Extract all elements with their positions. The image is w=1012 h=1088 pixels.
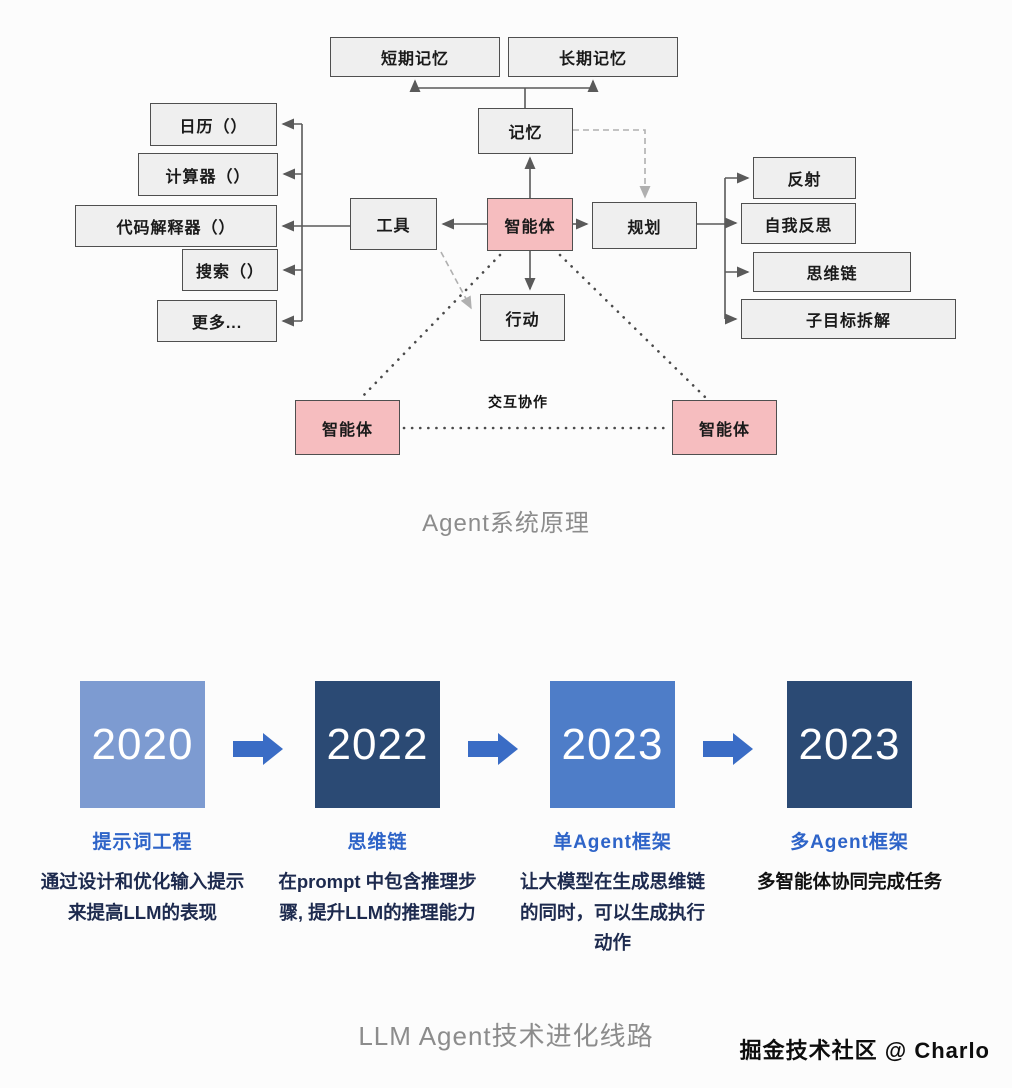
- arrow-head: [263, 733, 283, 765]
- node-short-term-memory: 短期记忆: [330, 37, 500, 77]
- node-planning: 规划: [592, 202, 697, 249]
- node-code-interpreter: 代码解释器（）: [75, 205, 277, 247]
- year-box: 2020: [80, 681, 205, 808]
- diagram-connectors: [281, 79, 750, 430]
- node-more: 更多...: [157, 300, 277, 342]
- arrow-head: [498, 733, 518, 765]
- year-box: 2023: [787, 681, 912, 808]
- node-chain-of-thought: 思维链: [753, 252, 911, 292]
- node-agent-center: 智能体: [487, 198, 573, 251]
- node-tools: 工具: [350, 198, 437, 250]
- node-subgoal-decomposition: 子目标拆解: [741, 299, 956, 339]
- node-agent-right: 智能体: [672, 400, 777, 455]
- node-calendar: 日历（）: [150, 103, 277, 146]
- stage-label: 单Agent框架: [553, 832, 672, 853]
- watermark: 掘金技术社区 @ Charlo: [739, 1038, 990, 1063]
- node-long-term-memory: 长期记忆: [508, 37, 678, 77]
- arrow-head: [733, 733, 753, 765]
- timeline-caption: LLM Agent技术进化线路: [358, 1021, 654, 1051]
- arrow-shaft: [703, 741, 733, 757]
- stage-label: 提示词工程: [92, 832, 193, 853]
- timeline-stage-2020: 2020 提示词工程 通过设计和优化输入提示来提高LLM的表现: [41, 681, 244, 923]
- node-reflection: 反射: [753, 157, 856, 199]
- node-self-reflection: 自我反思: [741, 203, 856, 244]
- collaboration-label: 交互协作: [488, 394, 548, 410]
- node-agent-left: 智能体: [295, 400, 400, 455]
- arrow-shaft: [468, 741, 498, 757]
- node-action: 行动: [480, 294, 565, 341]
- timeline-arrow-icon: [468, 733, 520, 765]
- node-search: 搜索（）: [182, 249, 278, 291]
- year-box: 2023: [550, 681, 675, 808]
- stage-desc: 多智能体协同完成任务: [756, 871, 942, 892]
- node-memory: 记忆: [478, 108, 573, 154]
- node-calculator: 计算器（）: [138, 153, 278, 196]
- stage-label: 多Agent框架: [790, 832, 909, 853]
- year-box: 2022: [315, 681, 440, 808]
- stage-desc: 让大模型在生成思维链的同时，可以生成执行动作: [519, 871, 705, 954]
- stage-label: 思维链: [347, 832, 408, 853]
- diagram-caption: Agent系统原理: [422, 510, 590, 537]
- stage-desc: 在prompt 中包含推理步骤, 提升LLM的推理能力: [278, 871, 477, 923]
- timeline-arrow-icon: [703, 733, 755, 765]
- arrow-shaft: [233, 741, 263, 757]
- timeline-arrow-icon: [233, 733, 285, 765]
- timeline-stage-2022: 2022 思维链 在prompt 中包含推理步骤, 提升LLM的推理能力: [278, 681, 477, 923]
- stage-desc: 通过设计和优化输入提示来提高LLM的表现: [40, 871, 245, 923]
- timeline-stage-2023-multi: 2023 多Agent框架 多智能体协同完成任务: [757, 681, 942, 892]
- timeline-stage-2023-single: 2023 单Agent框架 让大模型在生成思维链的同时，可以生成执行动作: [520, 681, 705, 953]
